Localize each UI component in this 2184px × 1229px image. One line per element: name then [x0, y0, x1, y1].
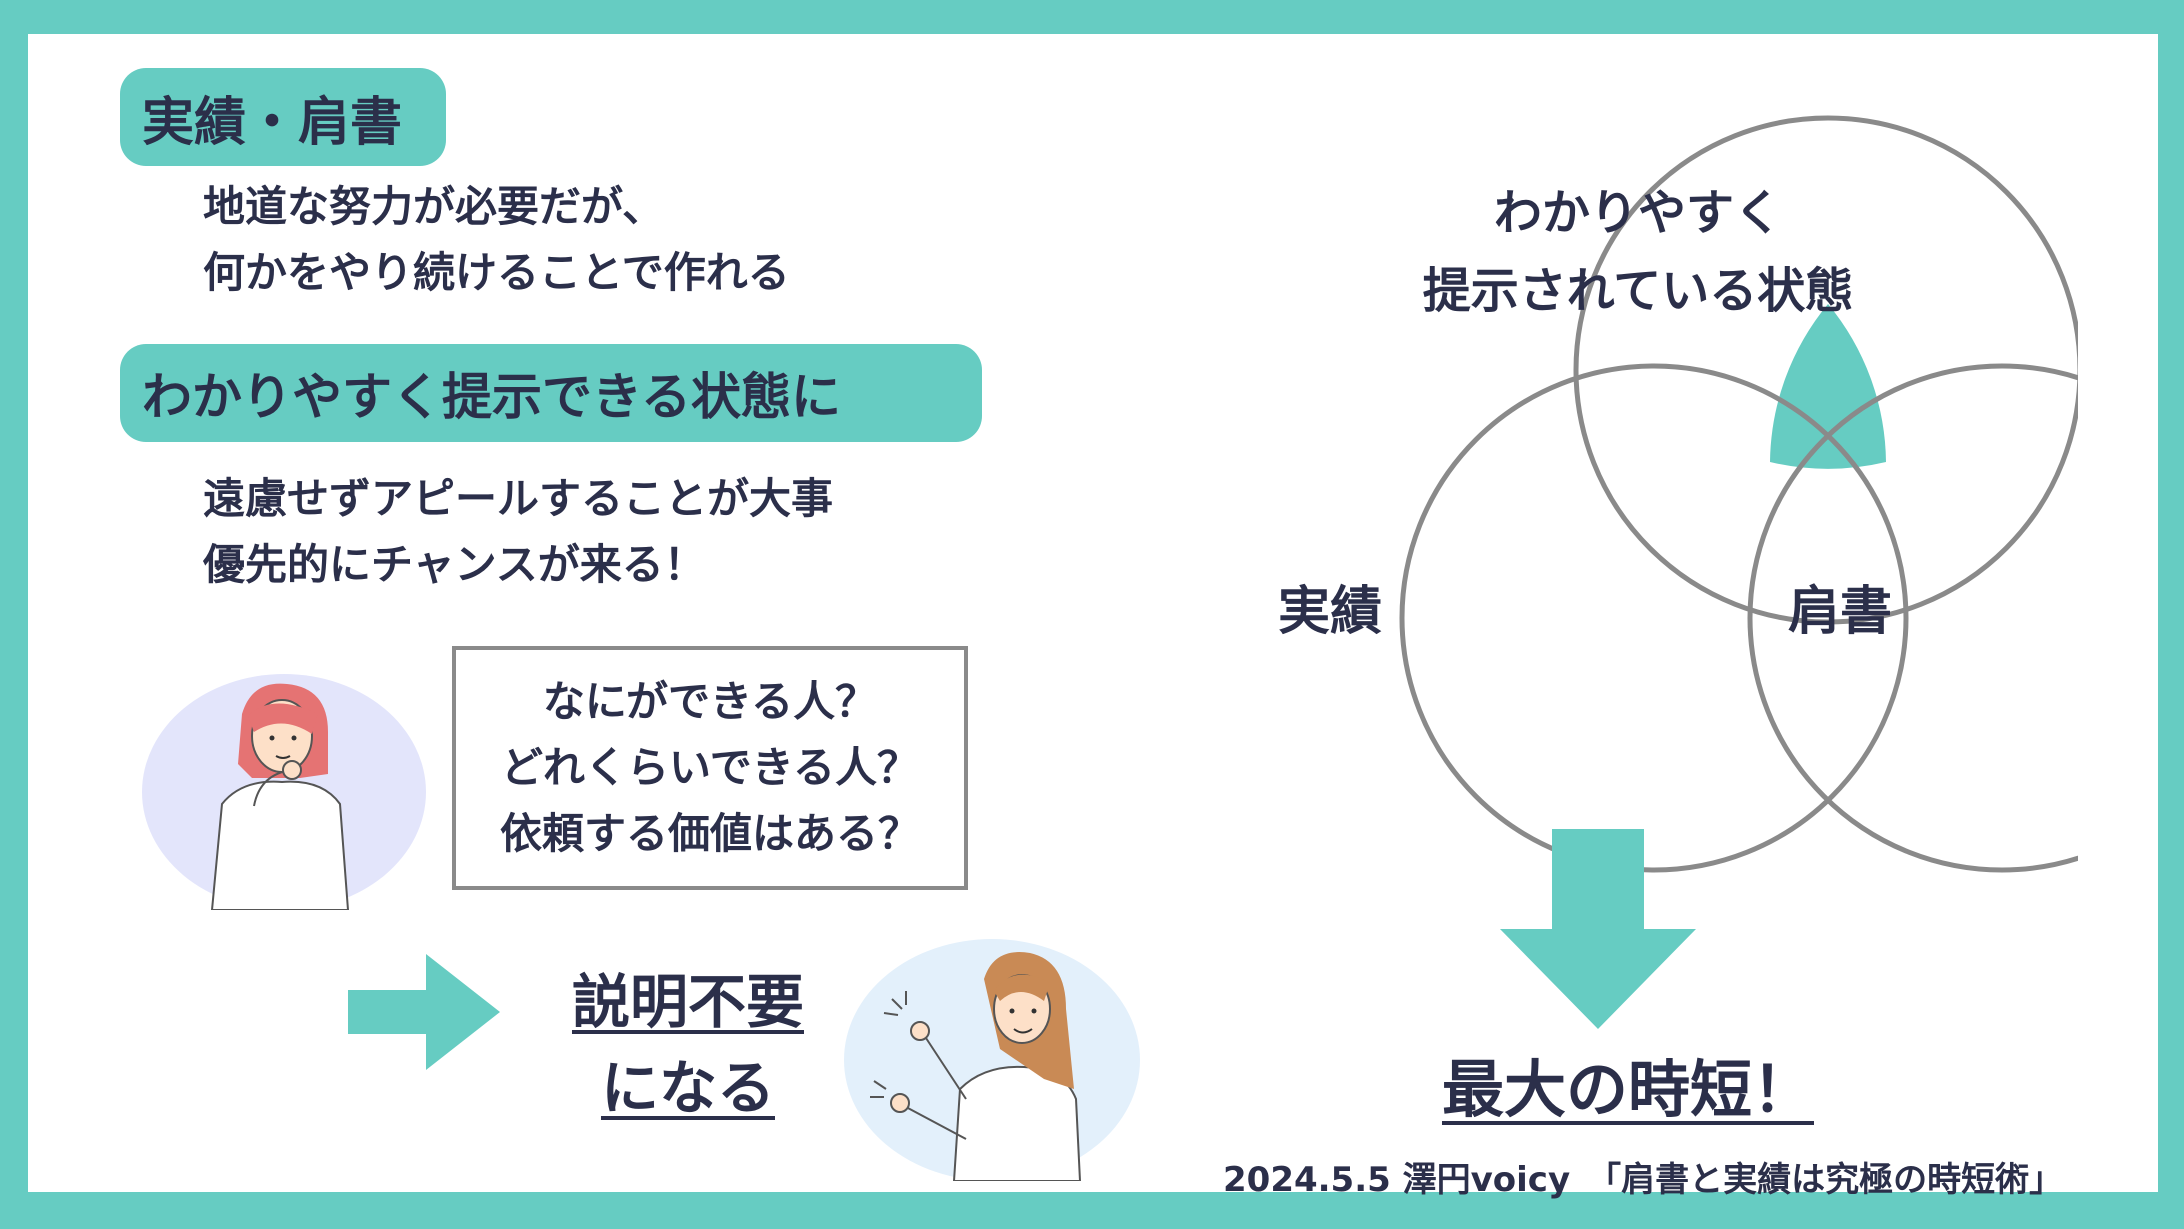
heading-achievements: 実績・肩書	[120, 68, 446, 166]
arrow-right-icon	[348, 954, 500, 1070]
venn-diagram	[1399, 115, 2078, 873]
venn-circle-top	[1573, 115, 2078, 625]
question-line: なにができる人？	[542, 677, 878, 726]
result-text: 最大の時短！	[1441, 1053, 1814, 1126]
question-line: 依頼する価値はある？	[499, 809, 920, 858]
heading-present-clearly: わかりやすく提示できる状態に	[120, 344, 982, 442]
venn-label-right: 肩書	[1788, 582, 1893, 642]
paragraph-line: 地道な努力が必要だが、	[203, 182, 665, 231]
paragraph-achievements: 地道な努力が必要だが、 何かをやり続けることで作れる	[203, 174, 790, 306]
venn-label-top: わかりやすく 提示されている状態	[1368, 174, 1908, 330]
pointing-woman-illustration	[844, 939, 1140, 1182]
venn-label-line: 提示されている状態	[1422, 263, 1854, 319]
venn-circle-left	[1399, 363, 1909, 873]
no-explanation-needed: 説明不要 になる	[528, 959, 848, 1131]
credit-line: 2024.5.5 澤円voicy 「肩書と実績は究極の時短術」	[1223, 1160, 2064, 1200]
paragraph-line: 優先的にチャンスが来る！	[203, 540, 706, 589]
venn-circle-right	[1747, 363, 2078, 873]
venn-label-line: わかりやすく	[1493, 185, 1782, 241]
no-explanation-line: になる	[600, 1054, 775, 1122]
question-line: どれくらいできる人？	[501, 743, 919, 792]
thinking-woman-illustration	[142, 674, 426, 911]
no-explanation-line: 説明不要	[571, 968, 804, 1036]
venn-center-overlap	[1770, 304, 1886, 469]
result-max-time-saving: 最大の時短！	[1408, 1039, 1848, 1129]
paragraph-present: 遠慮せずアピールすることが大事 優先的にチャンスが来る！	[203, 466, 833, 598]
paragraph-line: 何かをやり続けることで作れる	[203, 248, 790, 297]
pointing-woman-icon	[870, 952, 1082, 1182]
thinking-woman-icon	[210, 683, 350, 911]
paragraph-line: 遠慮せずアピールすることが大事	[203, 474, 834, 523]
venn-label-left: 実績	[1278, 582, 1383, 642]
arrow-down-icon	[1500, 829, 1696, 1029]
slide: 実績・肩書 地道な努力が必要だが、 何かをやり続けることで作れる わかりやすく提…	[28, 34, 2158, 1200]
questions-box: なにができる人？ どれくらいできる人？ 依頼する価値はある？	[452, 646, 968, 890]
